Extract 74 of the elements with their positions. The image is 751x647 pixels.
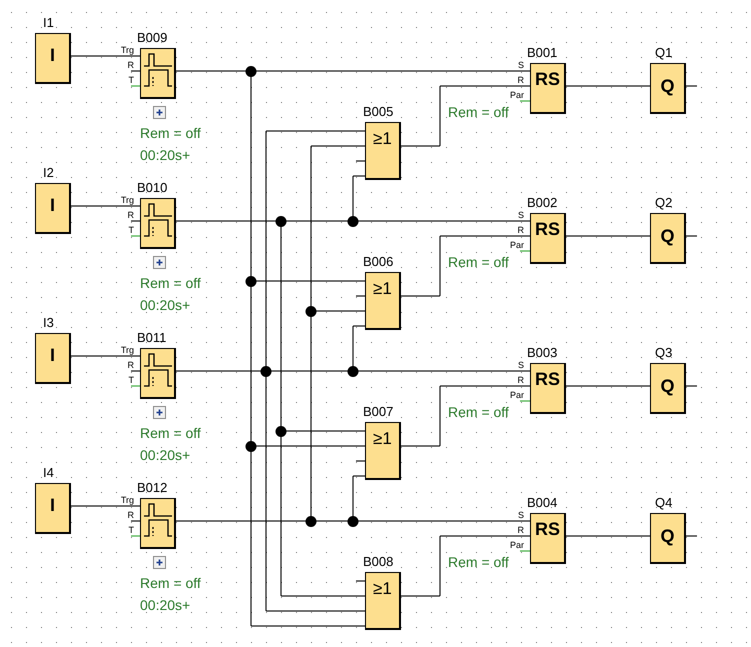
function-symbol: ≥1 — [373, 280, 392, 297]
block-label: I3 — [43, 316, 54, 329]
block-label: Q4 — [655, 496, 672, 509]
parameter-text: 00:20s+ — [140, 448, 190, 462]
parameter-text: 00:20s+ — [140, 148, 190, 162]
function-symbol: Q — [660, 527, 674, 545]
pin-label: R — [518, 76, 524, 85]
pin-label: T — [128, 376, 134, 385]
pin-label: R — [128, 211, 134, 220]
pin-label: Trg — [120, 496, 134, 505]
function-symbol: ≥1 — [373, 130, 392, 147]
function-symbol: Q — [660, 77, 674, 95]
parameter-text: Rem = off — [140, 276, 201, 290]
pin-label: T — [128, 226, 134, 235]
wire — [266, 610, 366, 612]
function-symbol: RS — [535, 220, 560, 238]
pin-label: S — [518, 211, 524, 220]
function-symbol: ≥1 — [373, 580, 392, 597]
pin-label: R — [128, 361, 134, 370]
block-label: B004 — [527, 496, 558, 509]
parameter-text: Rem = off — [448, 255, 509, 269]
function-symbol: RS — [535, 370, 560, 388]
pin-label: R — [128, 511, 134, 520]
pin-label: R — [518, 376, 524, 385]
block-label: Q3 — [655, 346, 672, 359]
pin-label: Par — [510, 391, 524, 400]
block-label: B006 — [363, 255, 394, 268]
parameter-text: 00:20s+ — [140, 598, 190, 612]
parameter-text: Rem = off — [140, 576, 201, 590]
block-label: B009 — [137, 31, 168, 44]
pin-label: T — [128, 76, 134, 85]
function-symbol: Q — [660, 377, 674, 395]
parameter-text: Rem = off — [448, 105, 509, 119]
function-symbol: ≥1 — [373, 430, 392, 447]
pin-label: Par — [510, 91, 524, 100]
pin-label: Par — [510, 241, 524, 250]
block-label: B011 — [137, 331, 166, 344]
pin-label: R — [518, 526, 524, 535]
pin-label: Trg — [120, 196, 134, 205]
pin-label: Par — [510, 541, 524, 550]
block-label: I4 — [43, 466, 54, 479]
pin-label: R — [128, 61, 134, 70]
block-label: Q1 — [655, 46, 672, 59]
block-label: B012 — [137, 481, 168, 494]
parameter-text: 00:20s+ — [140, 298, 190, 312]
parameter-text: Rem = off — [140, 426, 201, 440]
pin-label: S — [518, 61, 524, 70]
block-label: B007 — [363, 405, 394, 418]
pin-label: T — [128, 526, 134, 535]
parameter-text: Rem = off — [448, 405, 509, 419]
pin-label: S — [518, 511, 524, 520]
wire — [266, 130, 366, 132]
block-label: B001 — [527, 46, 558, 59]
block-label: B003 — [527, 346, 558, 359]
function-symbol: Q — [660, 227, 674, 245]
function-symbol: I — [50, 496, 55, 514]
pin-label: R — [518, 226, 524, 235]
function-symbol: RS — [535, 520, 560, 538]
pin-label: Trg — [120, 46, 134, 55]
function-symbol: I — [50, 346, 55, 364]
pin-label: Trg — [120, 346, 134, 355]
function-symbol: I — [50, 46, 55, 64]
block-label: I2 — [43, 166, 54, 179]
block-label: B005 — [363, 105, 394, 118]
block-label: B010 — [137, 181, 168, 194]
block-label: I1 — [43, 16, 54, 29]
function-symbol: I — [50, 196, 55, 214]
parameter-text: Rem = off — [140, 126, 201, 140]
block-label: B002 — [527, 196, 558, 209]
block-label: B008 — [363, 555, 394, 568]
parameter-text: Rem = off — [448, 555, 509, 569]
function-symbol: RS — [535, 70, 560, 88]
block-label: Q2 — [655, 196, 672, 209]
pin-label: S — [518, 361, 524, 370]
